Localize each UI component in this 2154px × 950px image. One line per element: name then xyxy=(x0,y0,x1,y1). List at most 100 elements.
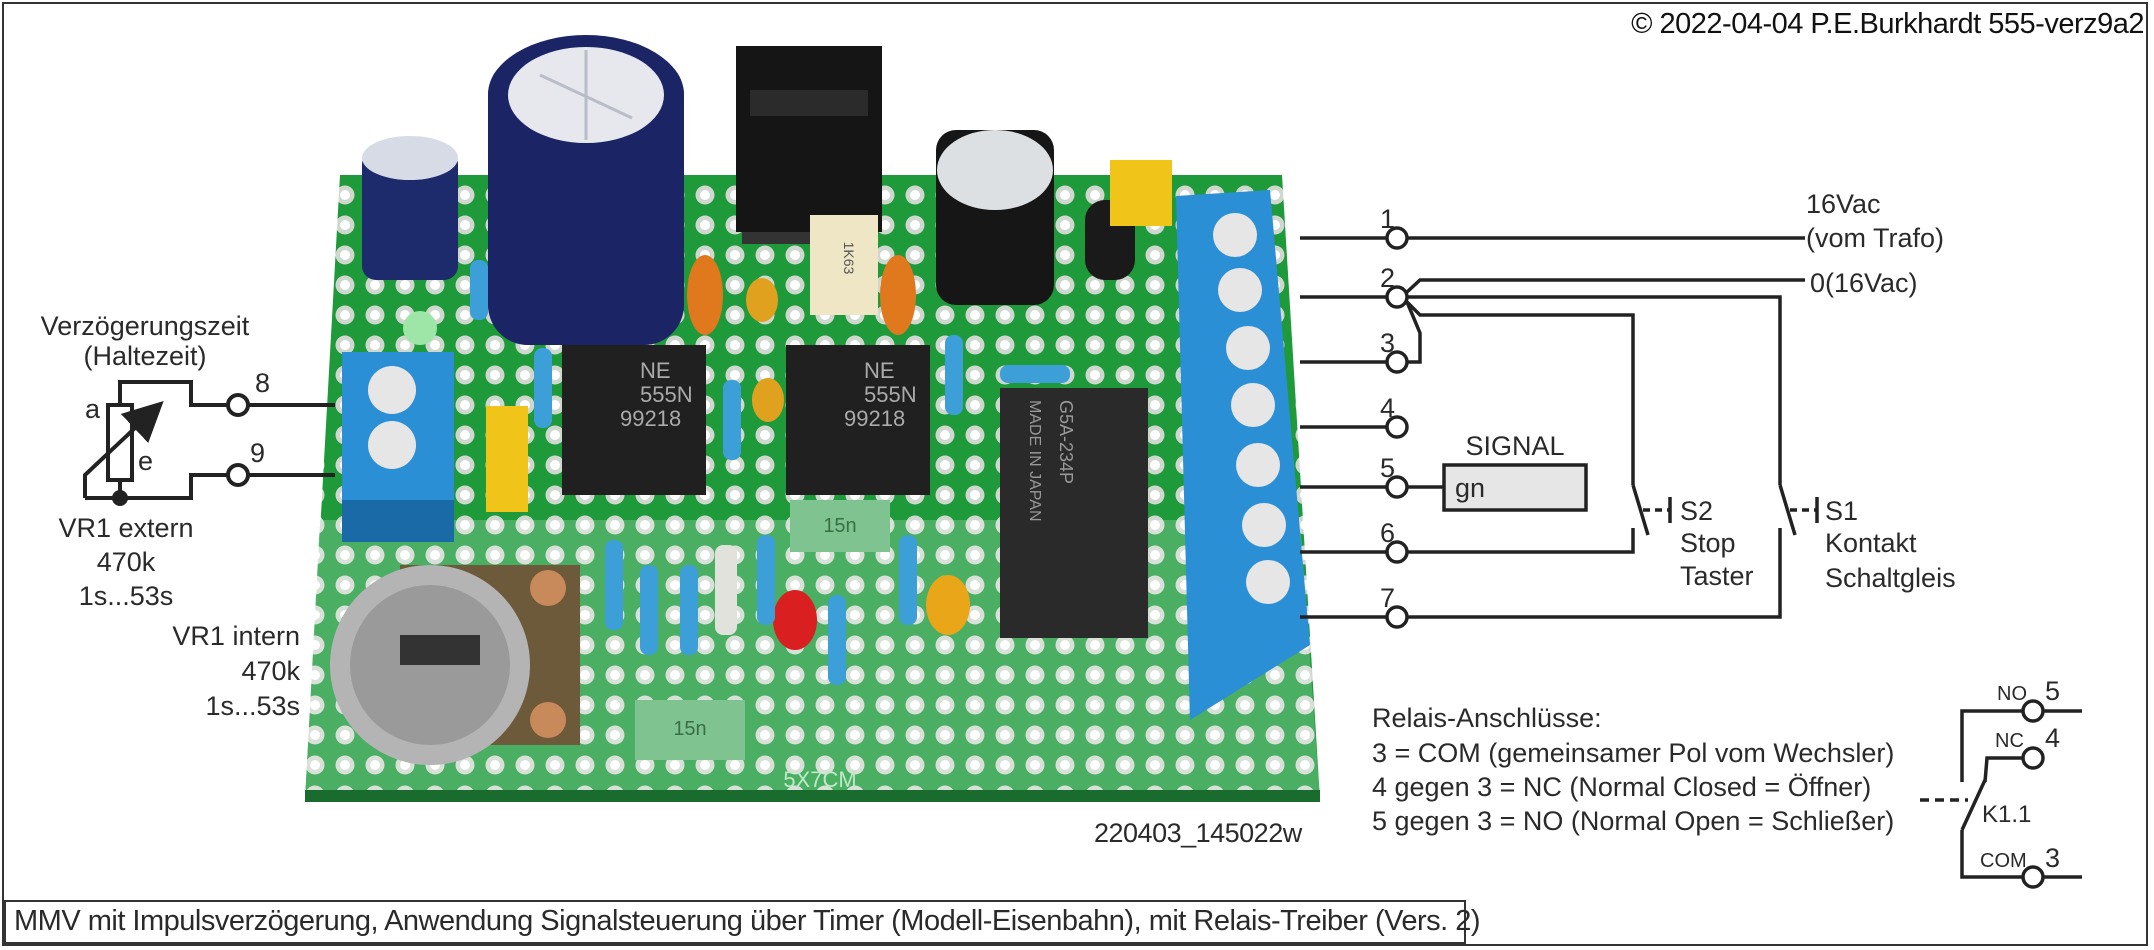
relay-nc-label: NC xyxy=(1995,730,2024,752)
ceramic-capacitor xyxy=(687,255,723,335)
relay-legend-line: 5 gegen 3 = NO (Normal Open = Schließer) xyxy=(1372,806,1894,836)
terminal-9-circle[interactable] xyxy=(226,463,250,487)
terminal-4-circle[interactable] xyxy=(1385,415,1409,439)
relay-nc-pin: 4 xyxy=(2045,723,2060,753)
terminal-3-label: 3 xyxy=(1380,328,1395,358)
relay-contact-name: K1.1 xyxy=(1982,801,2031,828)
vr1-extern-value: 470k xyxy=(97,547,156,577)
resistors xyxy=(470,260,1070,685)
wire-2-to-s1 xyxy=(1407,295,1782,485)
relay-blade xyxy=(1960,779,1987,831)
led-yellow xyxy=(926,575,970,635)
terminal-2-circle[interactable] xyxy=(1385,285,1409,309)
terminal-block-2pin xyxy=(342,352,454,542)
capacitor-15n-b: 15n xyxy=(635,700,745,760)
voltage-regulator xyxy=(736,46,882,244)
vr1-intern-value: 470k xyxy=(241,656,300,686)
led-red xyxy=(773,590,817,650)
signal-title: SIGNAL xyxy=(1465,431,1564,461)
ic1-label: NE xyxy=(640,358,671,383)
relay-no-pin-circle xyxy=(2021,699,2045,723)
terminal-4-label: 4 xyxy=(1380,393,1395,423)
terminal-6-circle[interactable] xyxy=(1385,540,1409,564)
pcb-photo: 5X7CM 1K63 xyxy=(305,35,1320,802)
switch-s2-blade xyxy=(1631,484,1650,536)
terminal-8-circle[interactable] xyxy=(226,393,250,417)
supply-zero-label: 0(16Vac) xyxy=(1810,268,1918,298)
film-capacitor: 1K63 xyxy=(810,215,878,315)
ic2-label: 555N xyxy=(864,382,917,407)
resistor-200r xyxy=(715,545,737,635)
pcb-silkscreen: 5X7CM xyxy=(783,767,856,792)
relay-nc-pin-circle xyxy=(2021,746,2045,770)
terminal-3-circle[interactable] xyxy=(1385,350,1409,374)
jumper-top xyxy=(1110,160,1172,226)
junction-dot xyxy=(112,490,128,506)
ic-555-2: NE 555N 99218 xyxy=(786,345,930,495)
terminal-2-label: 2 xyxy=(1380,263,1395,293)
ic1-label: 555N xyxy=(640,382,693,407)
relay-com-pin: 3 xyxy=(2045,843,2060,873)
wire-a-to-8 xyxy=(118,380,228,407)
terminal-7-label: 7 xyxy=(1380,583,1395,613)
relay-legend-line: 3 = COM (gemeinsamer Pol vom Wechsler) xyxy=(1372,738,1894,768)
wire-6-to-s2 xyxy=(1407,528,1635,554)
signal-box-label: gn xyxy=(1455,473,1485,503)
wire-e-to-9 xyxy=(118,473,228,500)
ceramic-capacitor xyxy=(752,378,784,422)
wire-2-to-s2 xyxy=(1405,300,1635,485)
s1-name: S1 xyxy=(1825,496,1858,526)
delay-title: Verzögerungszeit xyxy=(41,311,250,341)
switch-s1-blade xyxy=(1778,484,1797,536)
s1-line2: Schaltgleis xyxy=(1825,563,1956,593)
delay-subtitle: (Haltezeit) xyxy=(83,341,206,371)
trim-potentiometer xyxy=(330,565,580,765)
ic1-label: 99218 xyxy=(620,406,681,431)
vr1-extern-label: VR1 extern xyxy=(58,513,193,543)
film-capacitor-label: 1K63 xyxy=(841,242,857,275)
terminal-6-label: 6 xyxy=(1380,518,1395,548)
terminal-7-circle[interactable] xyxy=(1385,605,1409,629)
ic2-label: NE xyxy=(864,358,895,383)
supply-sublabel: (vom Trafo) xyxy=(1806,223,1944,253)
relay-label: G5A-234P xyxy=(1056,400,1076,484)
pot-label-a: a xyxy=(85,394,101,424)
capacitor-label: 15n xyxy=(823,515,856,537)
terminal-1-circle[interactable] xyxy=(1385,226,1409,250)
pot-label-e: e xyxy=(138,446,153,476)
relay-contact-symbol xyxy=(1920,699,2082,889)
footer-caption-box xyxy=(4,900,1466,944)
terminal-9-label: 9 xyxy=(250,438,265,468)
vr1-extern-range: 1s...53s xyxy=(79,581,174,611)
terminal-5-label: 5 xyxy=(1380,453,1395,483)
s2-line1: Stop xyxy=(1680,528,1736,558)
signal-box xyxy=(1442,463,1588,512)
wire-7-to-s1 xyxy=(1407,528,1782,619)
electrolytic-capacitor-small xyxy=(362,136,458,280)
capacitor-label: 15n xyxy=(673,718,706,740)
terminal-5-circle[interactable] xyxy=(1385,475,1409,499)
s2-line2: Taster xyxy=(1680,561,1754,591)
wiper-arrow xyxy=(83,401,164,498)
led-green xyxy=(403,311,437,345)
terminal-8-label: 8 xyxy=(255,368,270,398)
jumper-left xyxy=(486,406,528,512)
ic2-label: 99218 xyxy=(844,406,905,431)
relay-legend-line: 4 gegen 3 = NC (Normal Closed = Öffner) xyxy=(1372,772,1871,802)
left-schematic xyxy=(83,380,335,506)
relay-com-label: COM xyxy=(1980,850,2027,872)
electrolytic-capacitor-large xyxy=(488,35,684,345)
supply-label: 16Vac xyxy=(1806,189,1881,219)
copyright-notice: © 2022-04-04 P.E.Burkhardt 555-verz9a2 xyxy=(1631,8,2144,40)
relay-omron: G5A-234P MADE IN JAPAN xyxy=(1000,388,1148,638)
s1-line1: Kontakt xyxy=(1825,528,1917,558)
relay-label: MADE IN JAPAN xyxy=(1026,400,1043,522)
electrolytic-capacitor-medium xyxy=(936,130,1054,305)
s2-name: S2 xyxy=(1680,496,1713,526)
ic-555-1: NE 555N 99218 xyxy=(562,345,706,495)
pcb-edge xyxy=(305,790,1320,802)
right-schematic xyxy=(1300,226,1819,629)
vr1-intern-range: 1s...53s xyxy=(205,691,300,721)
